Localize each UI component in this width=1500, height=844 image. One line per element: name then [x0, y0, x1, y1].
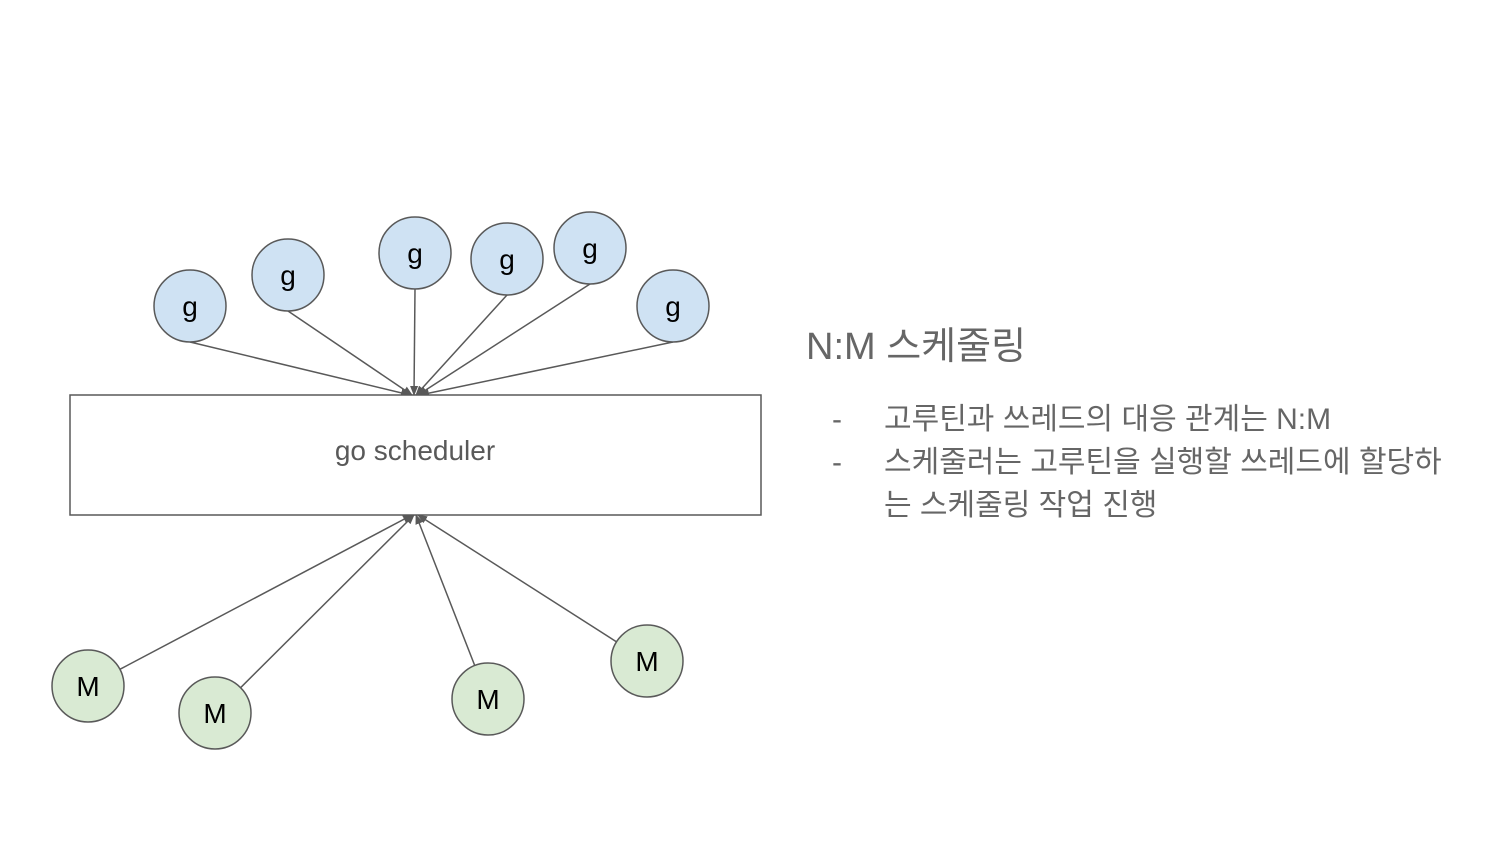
goroutine-node-circle [470, 222, 544, 296]
thread-node: M [451, 662, 525, 736]
thread-node-label: M [476, 684, 499, 715]
bullet-list: - 고루틴과 쓰레드의 대응 관계는 N:M - 스케줄러는 고루틴을 실행할 … [806, 398, 1456, 527]
goroutine-node-label: g [407, 238, 423, 269]
diagram-edges [119, 283, 674, 689]
side-text: N:M 스케줄링 - 고루틴과 쓰레드의 대응 관계는 N:M - 스케줄러는 … [806, 322, 1456, 527]
goroutine-edge [189, 341, 411, 397]
goroutine-node-circle [153, 269, 227, 343]
scheduler-box [69, 394, 762, 516]
goroutine-node: g [470, 222, 544, 296]
goroutine-edge [287, 310, 413, 396]
thread-node-circle [51, 649, 125, 723]
thread-node: M [610, 624, 684, 698]
goroutine-node: g [378, 216, 452, 290]
thread-node-circle [451, 662, 525, 736]
goroutine-node: g [553, 211, 627, 285]
goroutine-node-label: g [280, 260, 296, 291]
thread-edge [417, 514, 617, 643]
goroutine-node: g [153, 269, 227, 343]
goroutine-node-label: g [582, 233, 598, 264]
thread-node: M [178, 676, 252, 750]
goroutine-node-circle [251, 238, 325, 312]
goroutine-node-circle [636, 269, 710, 343]
scheduler-label: go scheduler [335, 435, 495, 466]
thread-nodes: M M M M [51, 624, 684, 750]
bullet-text: 스케줄러는 고루틴을 실행할 쓰레드에 할당하는 스케줄링 작업 진행 [884, 446, 1442, 522]
thread-edge [240, 514, 415, 689]
thread-edge [415, 514, 476, 666]
thread-node: M [51, 649, 125, 723]
bullet-item: - 고루틴과 쓰레드의 대응 관계는 N:M [806, 398, 1456, 441]
goroutine-node-circle [553, 211, 627, 285]
goroutine-node-label: g [182, 291, 198, 322]
goroutine-edge [410, 288, 419, 396]
goroutine-node: g [636, 269, 710, 343]
goroutine-edge [419, 341, 674, 398]
goroutine-nodes: g g g g g g [153, 211, 710, 343]
goroutine-edge [415, 294, 508, 396]
thread-node-circle [178, 676, 252, 750]
goroutine-edge [417, 283, 591, 396]
goroutine-node-circle [378, 216, 452, 290]
bullet-text: 고루틴과 쓰레드의 대응 관계는 N:M [884, 403, 1332, 436]
thread-node-circle [610, 624, 684, 698]
thread-node-label: M [76, 671, 99, 702]
bullet-marker: - [832, 446, 842, 479]
thread-node-label: M [203, 698, 226, 729]
thread-node-label: M [635, 646, 658, 677]
thread-edge [119, 514, 413, 670]
bullet-marker: - [832, 403, 842, 436]
goroutine-node-label: g [499, 244, 515, 275]
bullet-item: - 스케줄러는 고루틴을 실행할 쓰레드에 할당하는 스케줄링 작업 진행 [806, 441, 1456, 527]
goroutine-node-label: g [665, 291, 681, 322]
slide-heading: N:M 스케줄링 [806, 326, 1027, 368]
goroutine-node: g [251, 238, 325, 312]
